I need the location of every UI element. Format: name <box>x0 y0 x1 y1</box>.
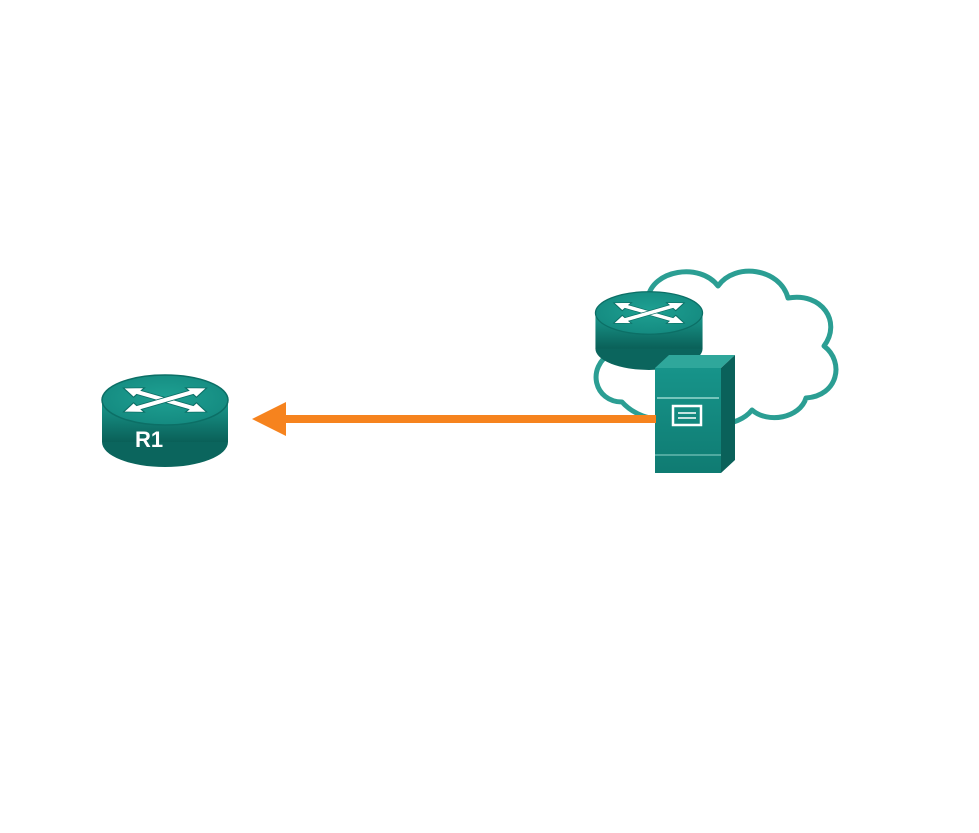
arrow-head <box>252 402 286 436</box>
server-top-face <box>655 355 735 368</box>
server-right-face <box>721 355 735 473</box>
server-icon <box>655 355 735 473</box>
server-front-face <box>655 368 721 473</box>
router-r1-icon: R1 <box>101 374 229 468</box>
router-r1-label: R1 <box>135 427 163 452</box>
server-panel-icon <box>671 404 703 427</box>
server-to-r1-arrow <box>252 402 656 436</box>
